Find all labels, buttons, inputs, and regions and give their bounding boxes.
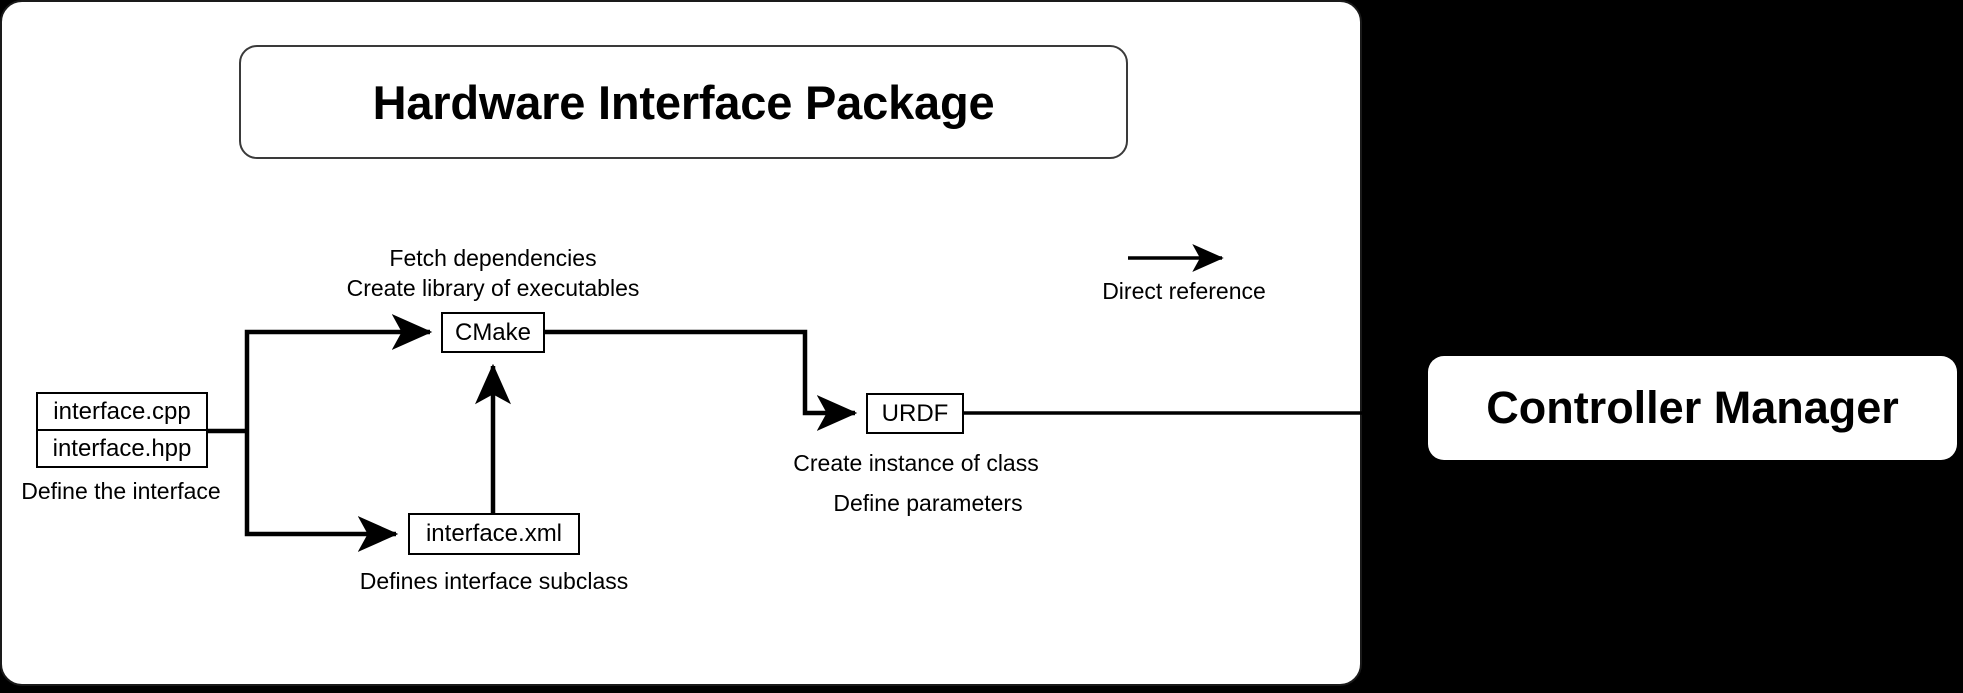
caption-fetch-dependencies: Fetch dependencies [389, 245, 597, 271]
caption-define-the-interface: Define the interface [21, 478, 221, 504]
caption-create-library-of-executables: Create library of executables [346, 275, 640, 301]
node-interface-hpp-label: interface.hpp [52, 434, 192, 462]
node-controller-manager-label: Controller Manager [1486, 382, 1899, 433]
node-urdf[interactable]: URDF [866, 393, 964, 434]
node-controller-manager[interactable]: Controller Manager [1428, 356, 1957, 460]
node-urdf-label: URDF [881, 399, 949, 427]
node-cmake[interactable]: CMake [441, 312, 545, 353]
node-interface-xml[interactable]: interface.xml [408, 513, 580, 555]
caption-defines-interface-subclass: Defines interface subclass [359, 568, 629, 594]
node-interface-cpp[interactable]: interface.cpp [36, 392, 208, 431]
node-cmake-label: CMake [454, 318, 532, 346]
page-title: Hardware Interface Package [372, 75, 995, 129]
node-interface-source-files[interactable]: interface.cpp interface.hpp [36, 392, 208, 470]
package-title-box: Hardware Interface Package [239, 45, 1128, 159]
caption-define-parameters: Define parameters [833, 490, 1023, 516]
caption-create-instance-of-class: Create instance of class [793, 450, 1039, 476]
node-interface-cpp-label: interface.cpp [53, 397, 191, 425]
node-interface-hpp[interactable]: interface.hpp [36, 429, 208, 468]
node-interface-xml-label: interface.xml [425, 520, 563, 547]
legend-label-direct-reference: Direct reference [1102, 278, 1266, 304]
